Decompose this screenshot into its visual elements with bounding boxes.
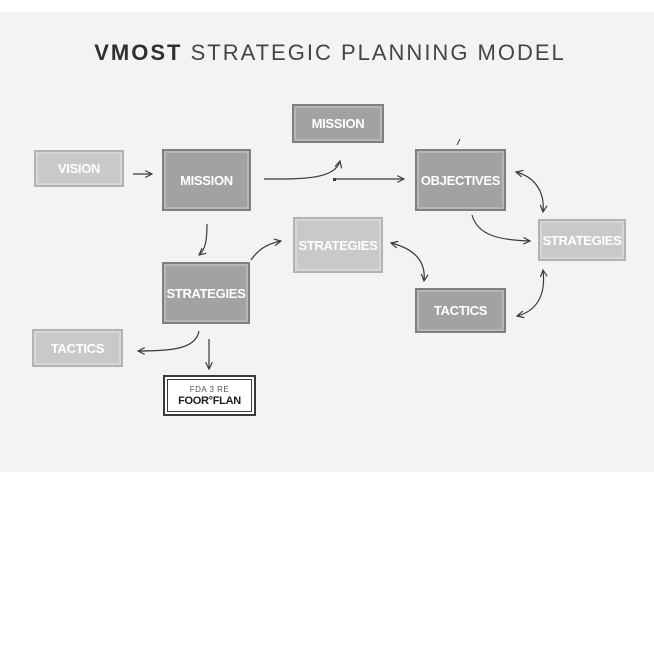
node-plan-bottom-label: FOOR°FLAN bbox=[178, 394, 241, 407]
node-vision-label: VISION bbox=[57, 161, 101, 176]
tick-mark bbox=[456, 138, 461, 146]
node-tactics-left: TACTICS bbox=[32, 329, 123, 367]
node-strategies-center-label: STRATEGIES bbox=[298, 237, 378, 253]
node-vision: VISION bbox=[34, 150, 124, 187]
title-bold: VMOST bbox=[94, 40, 183, 65]
arrow-objectives-strategiesright bbox=[516, 172, 543, 212]
node-strategies-left: STRATEGIES bbox=[162, 262, 250, 324]
title-rest: STRATEGIC PLANNING MODEL bbox=[190, 40, 566, 65]
dot-mark bbox=[333, 178, 336, 181]
arrow-mission-missiontop bbox=[263, 161, 340, 180]
node-mission-main-label: MISSION bbox=[180, 172, 233, 188]
node-tactics-right-label: TACTICS bbox=[433, 303, 488, 318]
diagram-title: VMOST STRATEGIC PLANNING MODEL bbox=[0, 40, 654, 66]
arrow-strategiescenter-tactics bbox=[391, 243, 424, 281]
node-strategies-left-label: STRATEGIES bbox=[166, 285, 246, 301]
node-strategies-right: STRATEGIES bbox=[538, 219, 626, 261]
arrow-mission-strategies bbox=[199, 223, 208, 255]
node-plan-top-label: FDA 3 RE bbox=[189, 384, 230, 394]
node-mission-top-label: MISSION bbox=[311, 116, 365, 131]
node-objectives-label: OBJECTIVES bbox=[420, 172, 501, 188]
arrow-objectives-strategiesright-2 bbox=[471, 214, 530, 241]
node-mission-main: MISSION bbox=[162, 149, 251, 211]
arrow-strategies-tactics bbox=[138, 330, 200, 351]
node-strategies-center: STRATEGIES bbox=[293, 217, 383, 273]
arrow-tactics-strategiesright bbox=[517, 270, 544, 316]
arrow-strategies-center bbox=[250, 241, 281, 261]
node-tactics-right: TACTICS bbox=[415, 288, 506, 333]
node-objectives: OBJECTIVES bbox=[415, 149, 506, 211]
node-plan: FDA 3 RE FOOR°FLAN bbox=[163, 375, 256, 416]
node-tactics-left-label: TACTICS bbox=[50, 340, 105, 356]
node-strategies-right-label: STRATEGIES bbox=[542, 232, 622, 248]
node-mission-top: MISSION bbox=[292, 104, 384, 143]
